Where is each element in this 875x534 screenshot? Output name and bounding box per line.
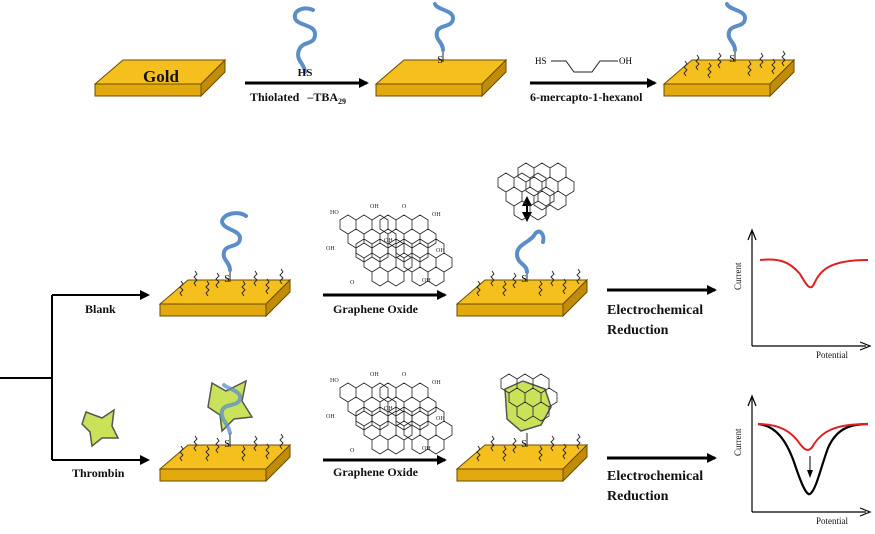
graphene-oxide-structure-1: HO OH O OH OH OH OH O OH (326, 204, 452, 286)
thrombin-label: Thrombin (72, 466, 125, 480)
thiol-hs-label: HS (298, 67, 313, 79)
arrow-thiolated-label: Thiolated–TBA29 (250, 90, 346, 106)
svg-text:HS: HS (535, 56, 547, 66)
thiolated-aptamer-icon (295, 8, 315, 72)
voltammogram-blank: Current Potential (733, 230, 870, 360)
svg-text:S: S (521, 274, 527, 285)
go-label-2: Graphene Oxide (333, 465, 419, 479)
svg-text:S: S (224, 274, 230, 285)
gold-label: Gold (143, 67, 179, 86)
svg-text:O: O (402, 372, 407, 378)
aptamer-thrombin-complex: S (208, 381, 252, 450)
svg-text:OH: OH (436, 416, 445, 422)
ylabel-1: Current (733, 262, 743, 290)
svg-text:OH: OH (619, 56, 632, 66)
ylabel-2: Current (733, 428, 743, 456)
svg-text:OH: OH (326, 246, 335, 252)
aptamer-strand-top-mch: S (727, 4, 745, 65)
xlabel-1: Potential (816, 350, 848, 360)
sulfur-label: S (437, 55, 443, 66)
voltammogram-thrombin: Current Potential (733, 396, 870, 526)
svg-text:OH: OH (432, 380, 441, 386)
branch-connector (0, 295, 52, 460)
svg-text:OH: OH (432, 212, 441, 218)
svg-text:S: S (521, 439, 527, 450)
svg-text:OH: OH (436, 248, 445, 254)
svg-text:S: S (224, 439, 230, 450)
svg-text:HO: HO (330, 210, 339, 216)
svg-text:S: S (729, 54, 735, 65)
go-label-1: Graphene Oxide (333, 302, 419, 316)
blank-label: Blank (85, 302, 116, 316)
thrombin-icon (82, 410, 118, 446)
xlabel-2: Potential (816, 516, 848, 526)
reduction-label-2a: Electrochemical (607, 469, 703, 484)
svg-text:O: O (350, 280, 355, 286)
arrow-mch-label: 6-mercapto-1-hexanol (530, 90, 643, 104)
svg-text:HO: HO (330, 378, 339, 384)
svg-text:O: O (402, 204, 407, 210)
reduction-label-1a: Electrochemical (607, 303, 703, 318)
svg-text:OH: OH (370, 204, 379, 210)
mch-molecule-icon: HS OH (535, 56, 632, 72)
svg-text:OH: OH (384, 406, 393, 412)
graphene-sheet-blank (498, 163, 574, 220)
svg-text:OH: OH (370, 372, 379, 378)
svg-text:OH: OH (422, 446, 431, 452)
aptamer-blank: S (222, 213, 246, 285)
thrombin-graphene-complex: S (501, 374, 557, 450)
gold-electrode-bare: Gold (95, 60, 225, 96)
svg-text:OH: OH (326, 414, 335, 420)
svg-text:OH: OH (384, 238, 393, 244)
svg-text:OH: OH (422, 278, 431, 284)
svg-text:O: O (350, 448, 355, 454)
graphene-oxide-structure-2: HO OH O OH OH OH OH O OH (326, 372, 452, 454)
reduction-label-2b: Reduction (607, 489, 669, 504)
reduction-label-1b: Reduction (607, 323, 669, 338)
aptamer-blank-go: S (517, 232, 543, 285)
aptamer-strand-top (435, 4, 453, 62)
